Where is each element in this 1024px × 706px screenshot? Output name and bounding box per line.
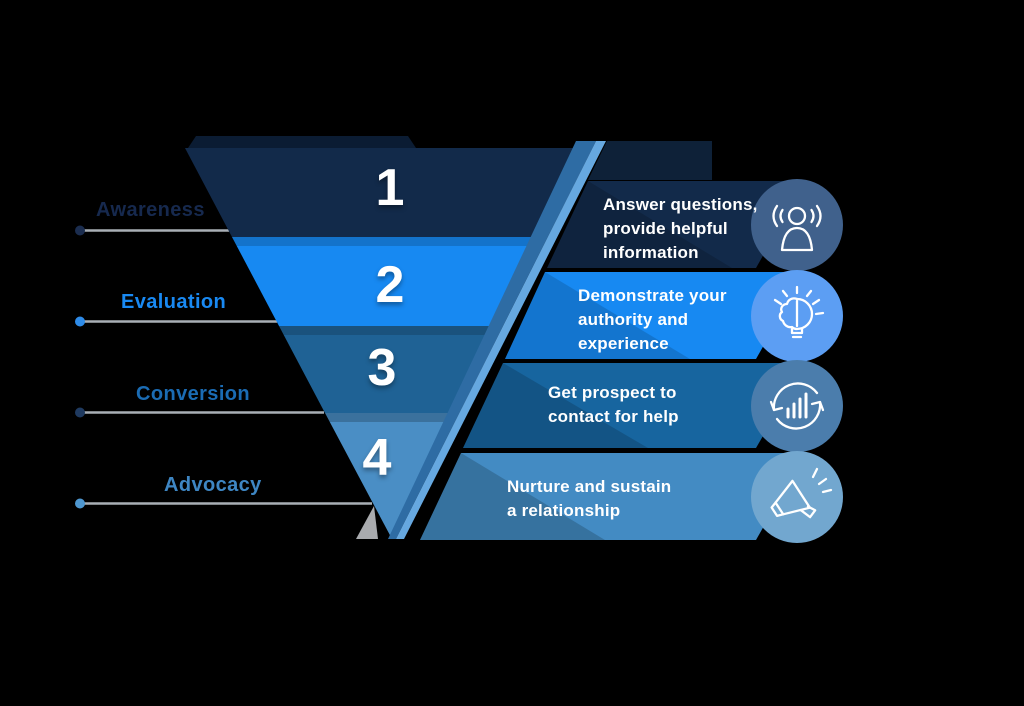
banner-fold-3 (463, 363, 648, 448)
funnel-edge-highlight (396, 141, 606, 539)
banner-3 (463, 363, 805, 448)
funnel-stage-bevel-4 (325, 413, 450, 422)
banner-1 (547, 181, 805, 268)
person-broadcast-icon (772, 204, 822, 252)
funnel-body (185, 136, 606, 539)
connector-dot-2 (75, 316, 85, 327)
funnel-lid (188, 136, 416, 148)
banners (420, 141, 805, 540)
banner-fold-4 (420, 453, 605, 540)
funnel-stage-bevel-3 (279, 326, 491, 335)
funnel-stage-face-4 (325, 413, 450, 539)
connector-lines (75, 225, 372, 509)
banner-4 (420, 453, 805, 540)
connector-dot-1 (75, 225, 85, 236)
brain-bulb-icon (773, 285, 825, 339)
funnel-stage-face-2 (232, 237, 532, 326)
banner-fold-1 (547, 181, 732, 268)
megaphone-icon (770, 467, 833, 519)
banner-2 (505, 272, 805, 359)
funnel-stage-face-1 (185, 148, 573, 237)
funnel-stage-bevel-2 (232, 237, 532, 246)
banner-top-bevel-1 (588, 141, 712, 180)
icon-circle-4 (751, 451, 843, 543)
funnel-tip-shadow (356, 506, 378, 539)
banner-fold-2 (505, 272, 690, 359)
connector-dot-3 (75, 407, 85, 418)
connector-dot-4 (75, 498, 85, 509)
funnel-edge-mid (388, 141, 596, 539)
funnel-stage-face-3 (279, 326, 491, 413)
growth-cycle-icon (769, 382, 825, 430)
icon-circle-3 (751, 360, 843, 452)
